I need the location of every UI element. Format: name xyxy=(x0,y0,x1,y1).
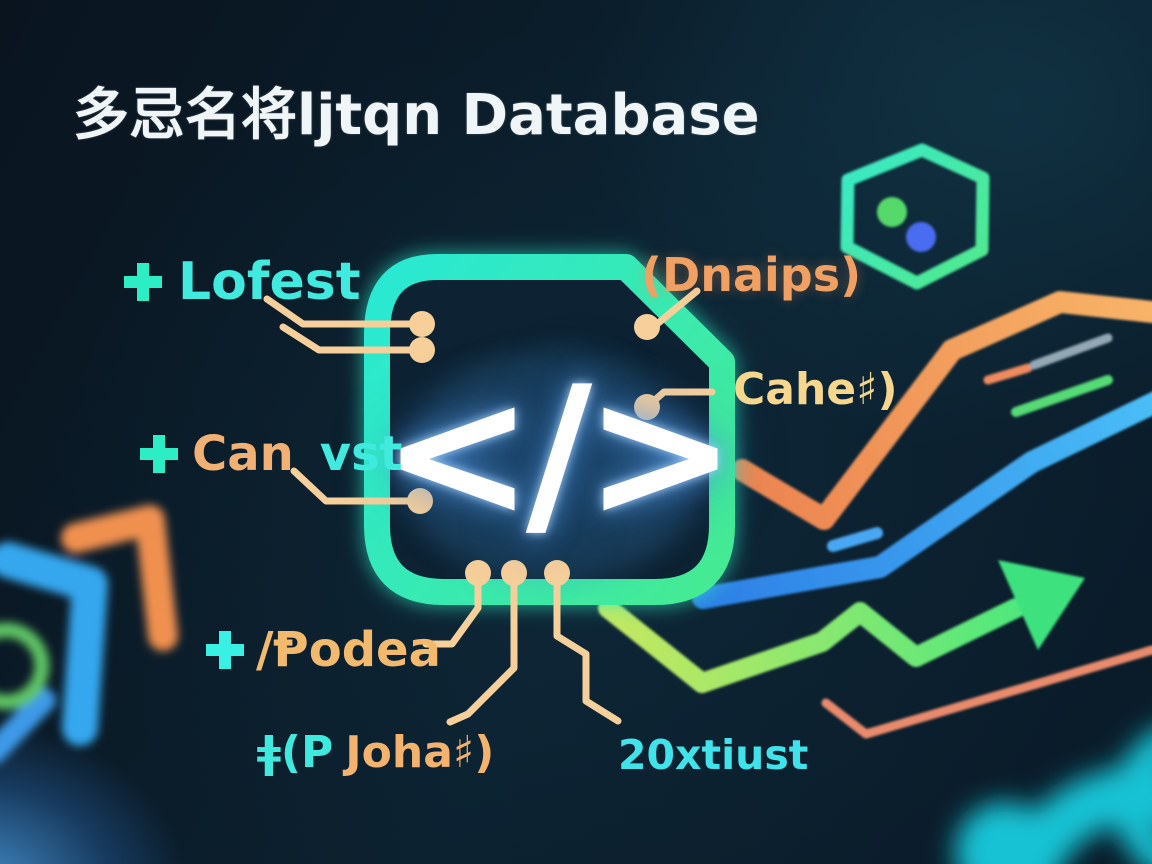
callout-pjoha-part1: ǂ(P xyxy=(257,727,334,778)
chevron-shapes xyxy=(0,505,178,763)
hexagon-badge-icon xyxy=(840,143,990,290)
callout-canvst-word2: vst xyxy=(319,426,403,482)
gray-dash xyxy=(1029,333,1113,370)
callout-dnaips: (Dnaips) xyxy=(641,248,861,302)
callout-pjoha-part2: Joha♯) xyxy=(345,727,495,778)
callout-xtiust-label: 20xtiust xyxy=(618,731,809,779)
plus-icon xyxy=(140,435,178,473)
page-title: 多忌名将ljtqn Database xyxy=(73,83,760,148)
hexagon-green-dot xyxy=(877,197,907,227)
callout-odea: /Ᵽodea xyxy=(206,622,441,678)
growth-arrow-icon xyxy=(598,560,1085,693)
callout-lofest: Lofest xyxy=(124,252,361,312)
trend-lines xyxy=(598,291,1152,739)
code-glyph: </> xyxy=(381,346,736,559)
callout-odea-label: /Ᵽodea xyxy=(256,622,441,678)
connector-dots xyxy=(407,311,660,586)
blue-dash xyxy=(827,527,883,552)
connector-lines xyxy=(263,287,716,726)
plus-icon xyxy=(206,631,244,669)
callout-lofest-label: Lofest xyxy=(178,252,361,312)
orange-dash xyxy=(983,363,1033,385)
salmon-zigzag xyxy=(821,645,1152,739)
callout-cahe: Cahe♯) xyxy=(733,364,898,415)
plus-icon xyxy=(124,263,162,301)
callout-xtiust: 20xtiust xyxy=(618,731,808,779)
callout-canvst-word1: Can xyxy=(192,426,294,482)
callout-canvst: Can vst xyxy=(140,426,403,482)
callout-cahe-label: Cahe♯) xyxy=(733,364,898,415)
trend-line-orange xyxy=(731,291,1152,530)
callout-dnaips-label: (Dnaips) xyxy=(641,248,862,302)
callout-pjoha: ǂ(P Joha♯) xyxy=(257,727,494,778)
code-file-icon xyxy=(364,254,735,605)
green-dash xyxy=(1011,375,1113,417)
trend-line-blue xyxy=(692,391,1152,609)
hexagon-blue-dot xyxy=(906,222,936,252)
glow-blob-shapes xyxy=(955,731,1152,864)
